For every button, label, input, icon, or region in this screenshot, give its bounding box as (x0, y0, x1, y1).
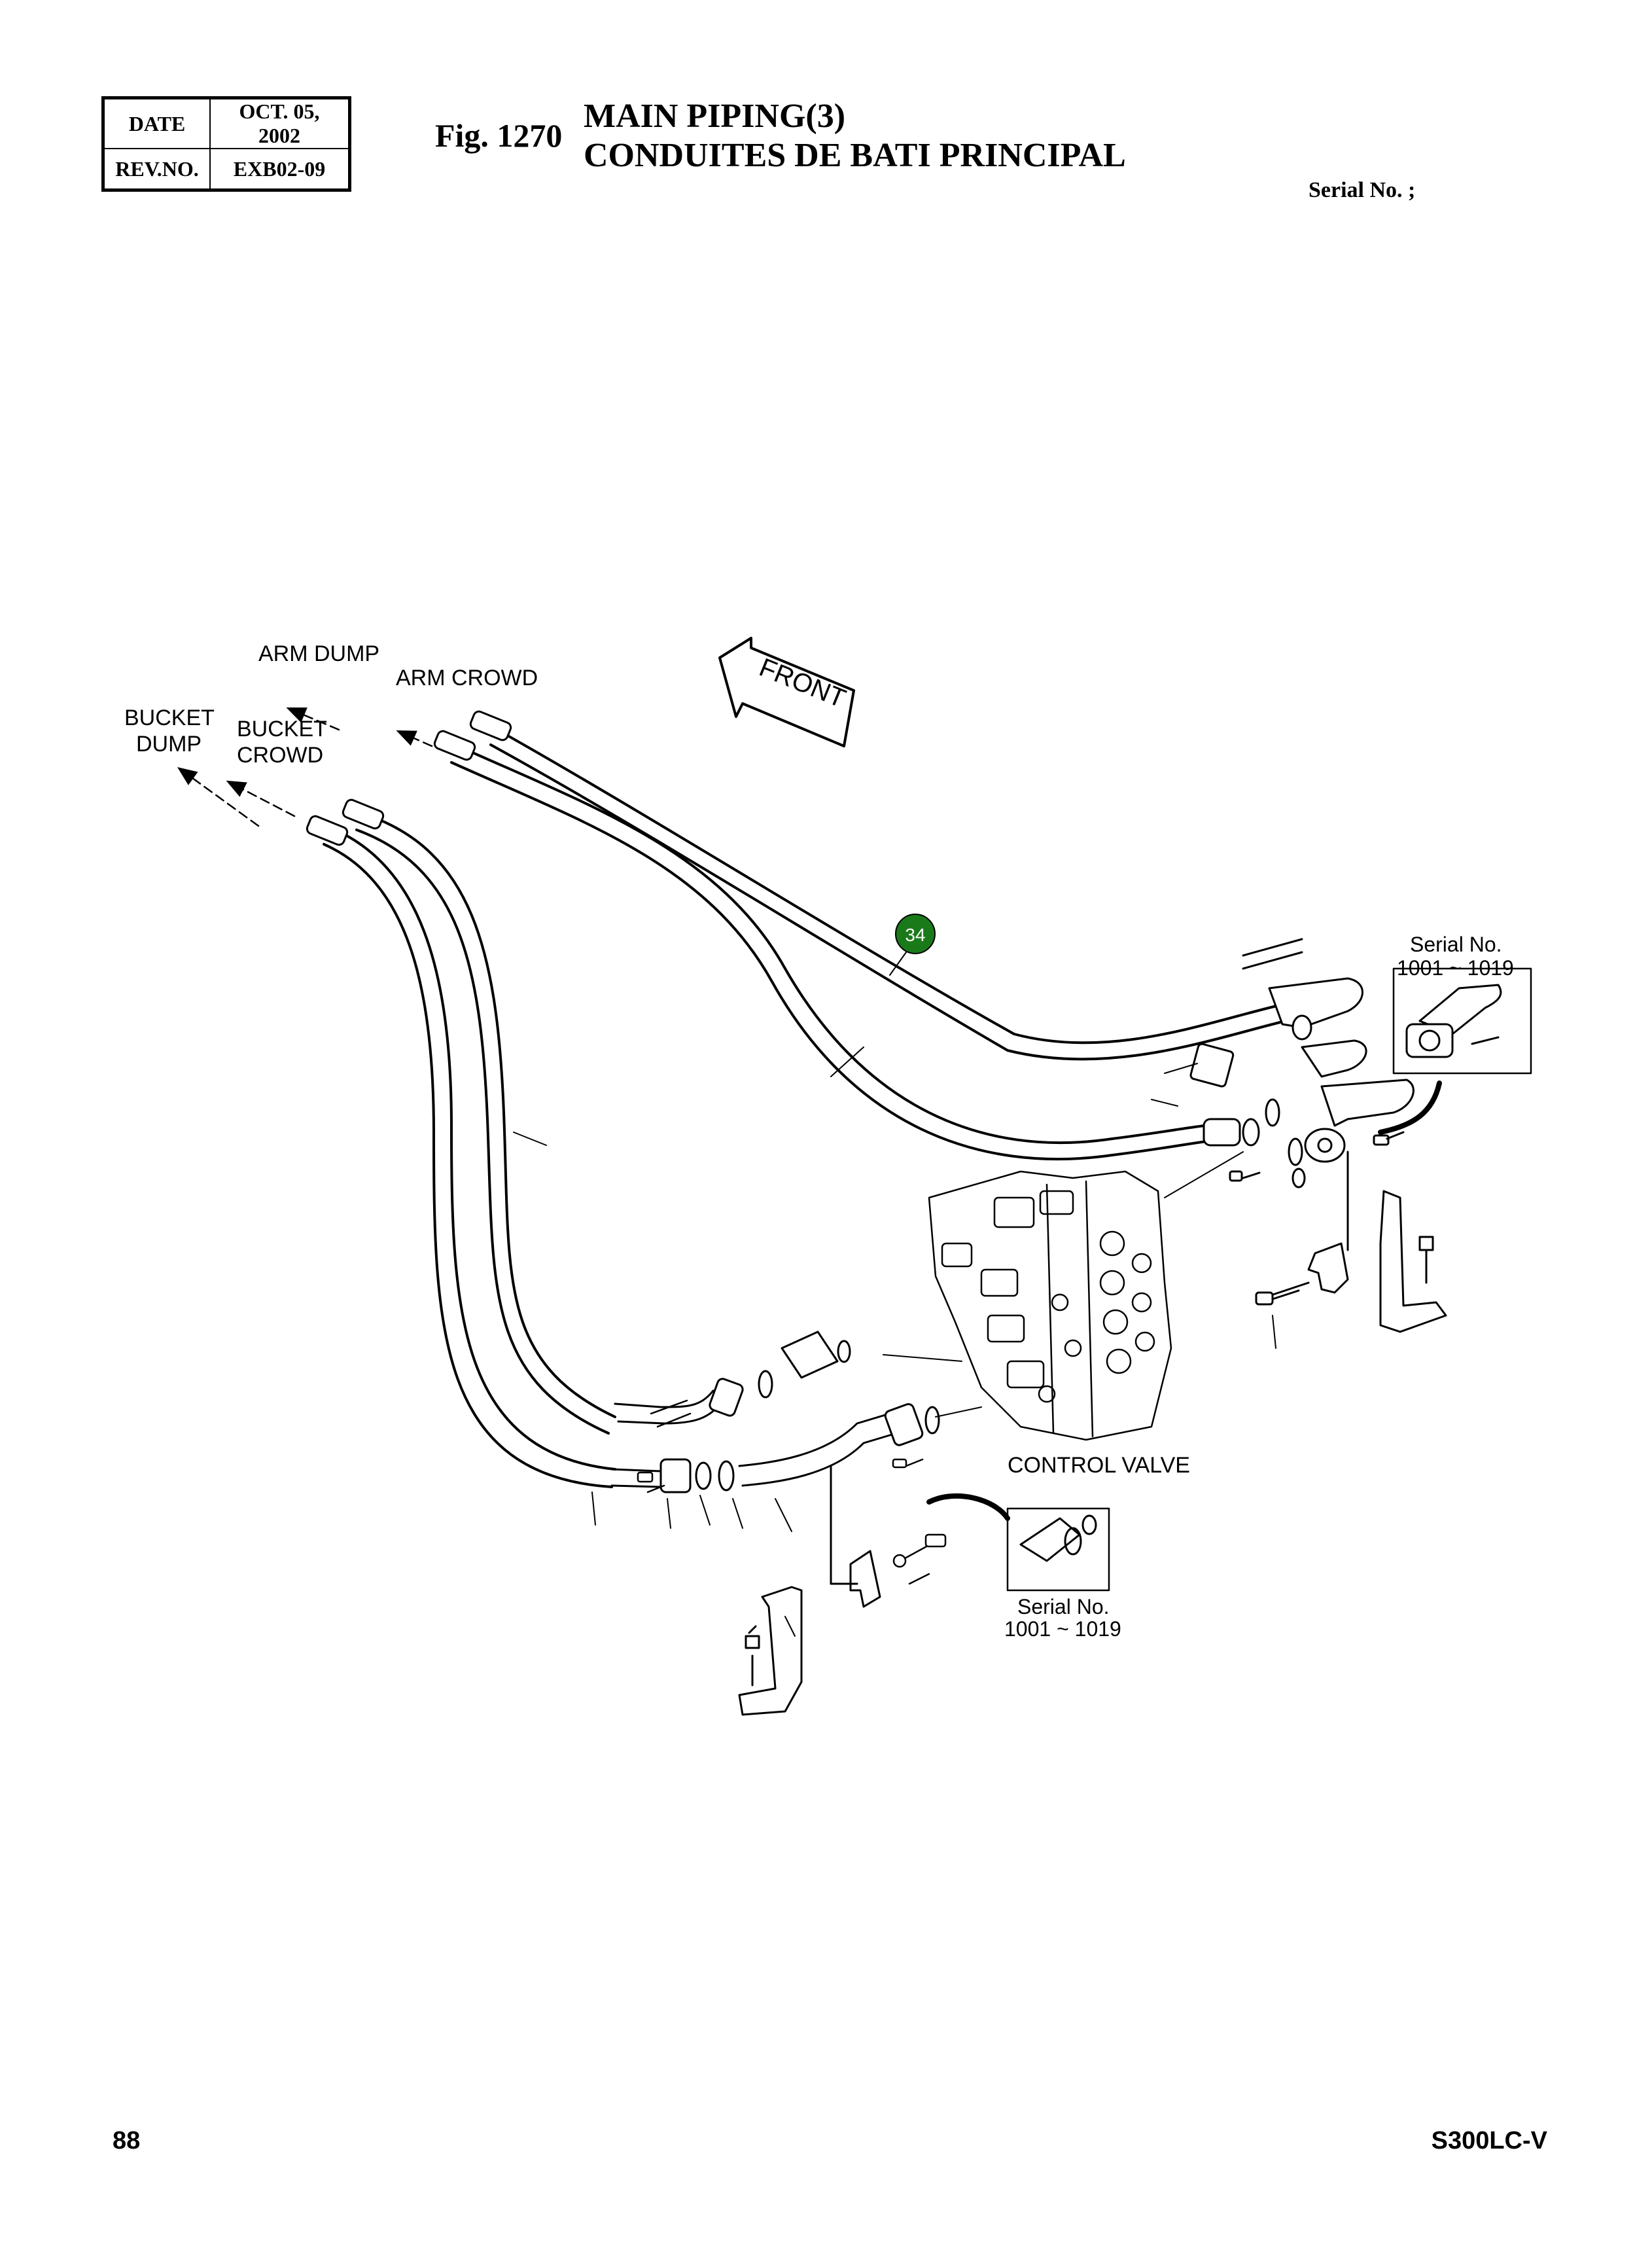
inset-bottom: Serial No. 1001 ~ 1019 (926, 1493, 1121, 1641)
revision-table: DATE OCT. 05, 2002 REV.NO. EXB02-09 (101, 96, 351, 192)
callout-circle (895, 914, 936, 954)
inset-right-serial: Serial No. (1410, 933, 1502, 956)
front-arrow: FRONT (718, 637, 855, 747)
callout-number: 34 (905, 925, 925, 945)
hose-bucket-dump (329, 827, 616, 1471)
bolts-lower (637, 1399, 947, 1585)
hose-bucket-crowd-outer (355, 829, 610, 1435)
hose-arm-dump (457, 745, 1218, 1144)
arm-dump-arrow (286, 707, 340, 731)
title-french: CONDUITES DE BATI PRINCIPAL (584, 137, 1126, 174)
upper-right-bracket (1255, 1151, 1447, 1333)
lower-bracket (738, 1465, 881, 1716)
page-number: 88 (113, 2127, 141, 2154)
bucket-dump-label-line1: BUCKET (124, 705, 215, 730)
title-english: MAIN PIPING(3) (584, 98, 846, 135)
hose-bucket-dump-outer (323, 843, 613, 1488)
hose-arm-dump-outer (450, 761, 1218, 1160)
fitting-arm-crowd (469, 710, 512, 741)
bucket-crowd-label-line1: BUCKET (237, 717, 327, 741)
figure-number: Fig. 1270 (435, 117, 563, 154)
bucket-dump-label-line2: DUMP (136, 732, 202, 757)
date-value: OCT. 05, 2002 (209, 97, 351, 149)
hose-bucket-crowd (365, 813, 616, 1418)
hose-arm-crowd-outer (489, 743, 1287, 1061)
inset-right: Serial No. 1001 ~ 1019 (1378, 933, 1532, 1135)
upper-right-fittings (1151, 938, 1415, 1198)
lower-pipes (610, 1330, 982, 1493)
hoses (323, 728, 1287, 1488)
arm-dump-label: ARM DUMP (258, 641, 379, 666)
bucket-dump-arrow (177, 767, 260, 827)
inset-right-range: 1001 ~ 1019 (1397, 956, 1514, 980)
hose-arm-crowd (496, 728, 1284, 1045)
callout-34: 34 (889, 914, 936, 976)
bucket-crowd-label-line2: CROWD (237, 743, 323, 768)
fitting-arm-dump (433, 730, 476, 761)
inset-bottom-range: 1001 ~ 1019 (1004, 1617, 1121, 1641)
arm-crowd-arrow (396, 730, 433, 747)
page-title: MAIN PIPING(3) CONDUITES DE BATI PRINCIP… (584, 97, 1126, 175)
control-valve-label: CONTROL VALVE (1008, 1453, 1190, 1478)
serial-number-label: Serial No. ; (1309, 178, 1416, 202)
direction-arrows (177, 707, 433, 827)
control-valve (928, 1170, 1172, 1441)
inset-bottom-serial: Serial No. (1017, 1595, 1110, 1618)
arm-crowd-label: ARM CROWD (396, 666, 538, 690)
bucket-crowd-arrow (226, 780, 296, 817)
fitting-bucket-crowd (342, 798, 385, 830)
leader-lines (513, 1046, 1276, 1532)
rev-value: EXB02-09 (209, 148, 351, 191)
model-number: S300LC-V (1431, 2127, 1547, 2154)
fitting-bucket-dump (306, 815, 349, 846)
rev-label: REV.NO. (102, 148, 211, 191)
hose-end-fittings (306, 710, 512, 846)
date-label: DATE (102, 97, 211, 149)
